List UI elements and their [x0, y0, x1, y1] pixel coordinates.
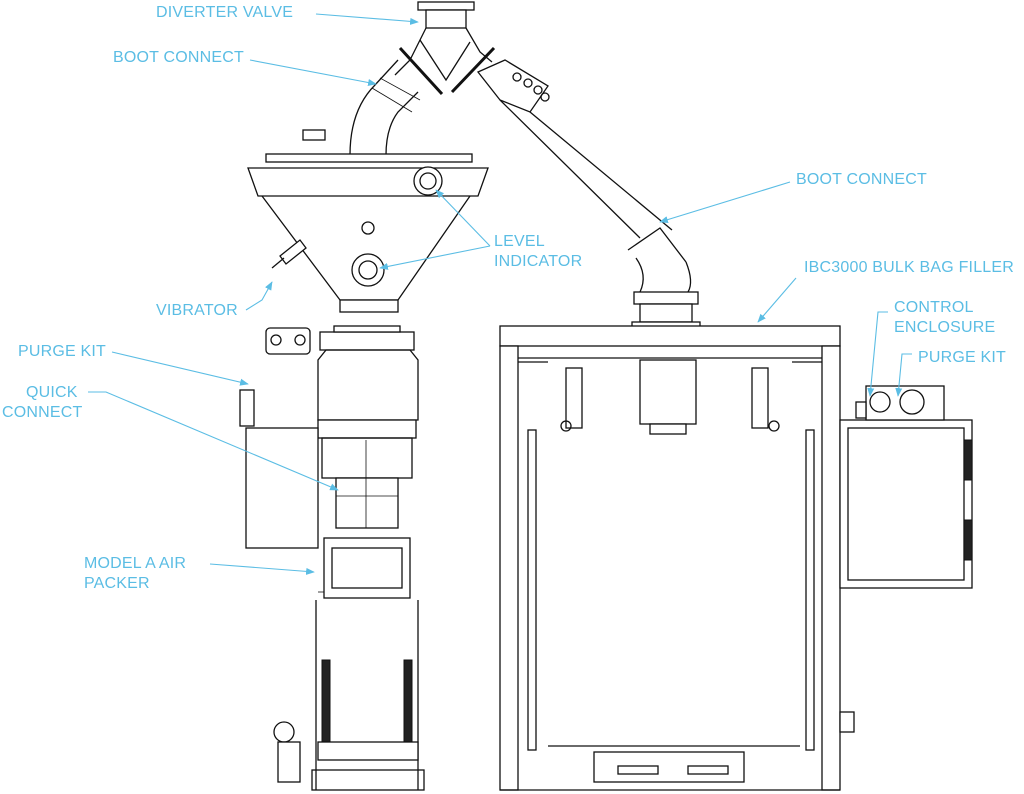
surge-hopper — [247, 153, 489, 313]
label-quick-connect-line1: QUICK — [26, 384, 78, 401]
label-boot-connect-left-text: BOOT CONNECT — [113, 49, 245, 66]
label-purge-kit-left-text: PURGE KIT — [18, 343, 107, 360]
label-vibrator-text: VIBRATOR — [156, 302, 238, 319]
label-ibc3000: IBC3000 BULK BAG FILLER — [804, 258, 1014, 278]
label-purge-kit-right-text: PURGE KIT — [918, 349, 1007, 366]
label-control-enclosure: CONTROL ENCLOSURE — [894, 298, 995, 338]
label-quick-connect: QUICK CONNECT — [2, 383, 83, 423]
label-boot-connect-right-text: BOOT CONNECT — [796, 171, 928, 188]
right-inclined-pipe — [476, 59, 701, 329]
label-purge-kit-left: PURGE KIT — [18, 342, 106, 362]
label-model-a-air-packer: MODEL A AIR PACKER — [84, 554, 186, 594]
label-model-a-line1: MODEL A AIR — [84, 555, 187, 572]
label-boot-connect-left: BOOT CONNECT — [113, 48, 244, 68]
label-control-enclosure-line1: CONTROL — [894, 299, 974, 316]
label-level-indicator-line2: INDICATOR — [494, 253, 583, 270]
diverter-valve — [394, 1, 496, 96]
label-control-enclosure-line2: ENCLOSURE — [894, 319, 996, 336]
callout-leaders — [88, 13, 912, 575]
label-quick-connect-line2: CONNECT — [2, 404, 83, 421]
label-model-a-line2: PACKER — [84, 575, 150, 592]
packer-column — [239, 325, 425, 791]
left-boot-elbow — [302, 59, 421, 156]
label-diverter-valve-text: DIVERTER VALVE — [156, 4, 294, 21]
label-vibrator: VIBRATOR — [156, 301, 238, 321]
label-diverter-valve: DIVERTER VALVE — [156, 3, 293, 23]
ibc3000-frame — [499, 325, 855, 791]
label-purge-kit-right: PURGE KIT — [918, 348, 1006, 368]
control-enclosure — [839, 385, 973, 589]
label-ibc3000-text: IBC3000 BULK BAG FILLER — [804, 259, 1015, 276]
label-level-indicator-line1: LEVEL — [494, 233, 545, 250]
label-boot-connect-right: BOOT CONNECT — [796, 170, 927, 190]
label-level-indicator: LEVEL INDICATOR — [494, 232, 582, 272]
